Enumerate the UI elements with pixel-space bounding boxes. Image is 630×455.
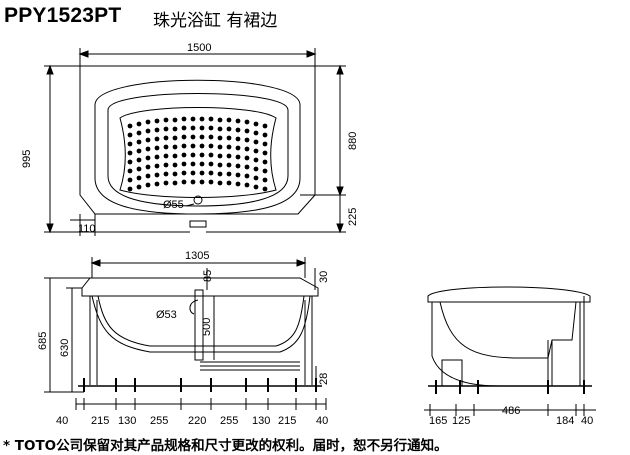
- dim-height-total-label: 685: [37, 332, 49, 350]
- model-title: PPY1523PT: [4, 4, 122, 27]
- leg-spacing-label: 130: [118, 415, 136, 427]
- side-view: [424, 286, 596, 416]
- dim-inner-length-label: 1305: [185, 250, 209, 262]
- dim-width-label: 1500: [187, 42, 211, 54]
- dim-foot-label: 28: [318, 373, 330, 385]
- pipe-diameter-label: Ø53: [156, 309, 177, 321]
- leg-spacing-label: 215: [91, 415, 109, 427]
- leg-spacing-label: 130: [252, 415, 270, 427]
- leg-spacing-label: 255: [150, 415, 168, 427]
- drain-icon: [193, 195, 203, 205]
- leg-spacing-label: 220: [188, 415, 206, 427]
- dim-depth-label: 995: [21, 150, 33, 168]
- top-view: [44, 48, 346, 236]
- leg-spacing-label: 255: [220, 415, 238, 427]
- side-dim-label: 40: [581, 415, 593, 427]
- front-view: [44, 257, 327, 410]
- footer-notice: * TOTO公司保留对其产品规格和尺寸更改的权利。届时，恕不另行通知。: [3, 438, 448, 454]
- side-dim-label: 125: [452, 415, 470, 427]
- dim-height-inner-label: 630: [59, 339, 71, 357]
- dim-skirt-label: 110: [78, 223, 96, 235]
- side-dim-label: 184: [556, 415, 574, 427]
- dim-pipe-length-label: 500: [201, 318, 213, 336]
- leg-spacing-label: 40: [56, 415, 68, 427]
- dim-drain-offset-label: 225: [347, 208, 359, 226]
- overflow-icon: [189, 220, 207, 228]
- side-dim-label: 486: [502, 405, 520, 417]
- dim-overflow-label: 85: [202, 270, 214, 282]
- dim-inner-depth-label: 880: [347, 132, 359, 150]
- dim-rim-label: 30: [318, 271, 330, 283]
- drain-diameter-label: Ø55: [163, 199, 184, 211]
- leg-spacing-label: 215: [278, 415, 296, 427]
- side-dim-label: 165: [429, 415, 447, 427]
- product-subtitle: 珠光浴缸 有裙边: [153, 11, 278, 31]
- leg-spacing-label: 40: [316, 415, 328, 427]
- pearl-jet-dots: [127, 116, 268, 192]
